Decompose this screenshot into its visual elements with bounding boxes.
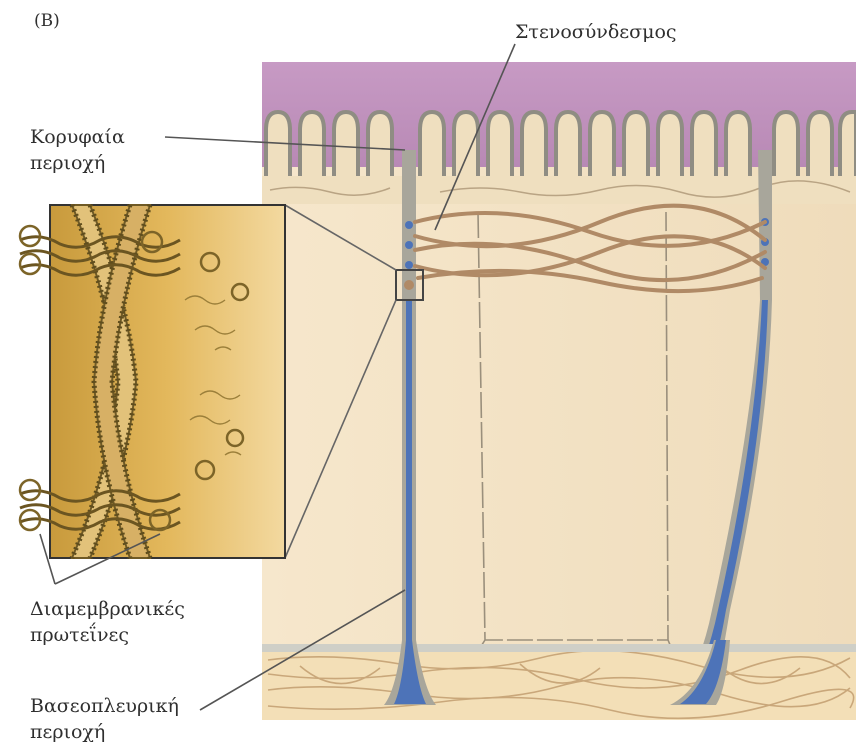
label-basolateral-line-1: Βασεοπλευρική [30,693,179,719]
label-transmembrane-line-1: Διαμεμβρανικές [30,596,185,622]
label-basolateral-line-2: περιοχή [30,719,179,745]
panel-label: (B) [34,8,60,34]
label-apical-line-1: Κορυφαία [30,124,125,150]
zoom-box-detail [404,280,414,290]
inset-detail [20,205,285,558]
label-transmembrane-proteins: Διαμεμβρανικές πρωτεΐνες [30,596,185,648]
label-basolateral-region: Βασεοπλευρική περιοχή [30,693,179,745]
label-tight-junction: Στενοσύνδεσμος [515,19,677,45]
label-apical-region: Κορυφαία περιοχή [30,124,125,176]
label-apical-line-2: περιοχή [30,150,125,176]
label-transmembrane-line-2: πρωτεΐνες [30,622,185,648]
